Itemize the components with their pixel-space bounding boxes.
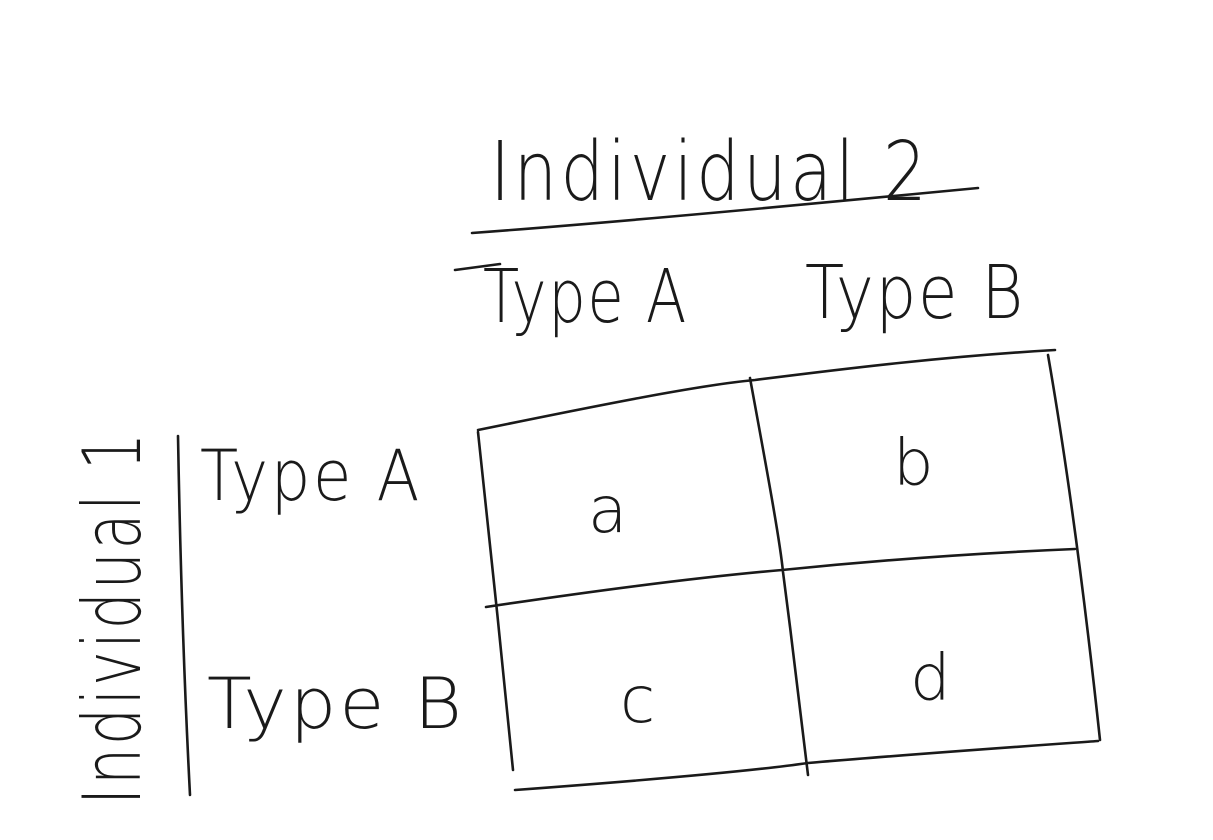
column-label-type-b: Type B bbox=[805, 250, 1025, 336]
matrix-middle-vertical bbox=[748, 376, 810, 777]
cell-d: d bbox=[910, 642, 951, 716]
matrix-bottom-border bbox=[513, 739, 1100, 792]
column-header-rule bbox=[453, 262, 502, 272]
row-title-bracket bbox=[176, 434, 192, 797]
matrix-right-border bbox=[1046, 353, 1102, 742]
row-player-title: Individual 1 bbox=[66, 430, 159, 805]
cell-b: b bbox=[893, 427, 934, 501]
column-label-type-a: Type A bbox=[483, 254, 688, 340]
row-label-type-b: Type B bbox=[207, 663, 465, 745]
column-title-underline bbox=[470, 186, 980, 235]
matrix-top-border bbox=[476, 348, 1057, 432]
column-player-title: Individual 2 bbox=[490, 125, 930, 220]
row-label-type-a: Type A bbox=[200, 435, 422, 517]
matrix-left-border bbox=[476, 430, 515, 772]
cell-c: c bbox=[620, 664, 655, 738]
cell-a: a bbox=[588, 474, 627, 548]
